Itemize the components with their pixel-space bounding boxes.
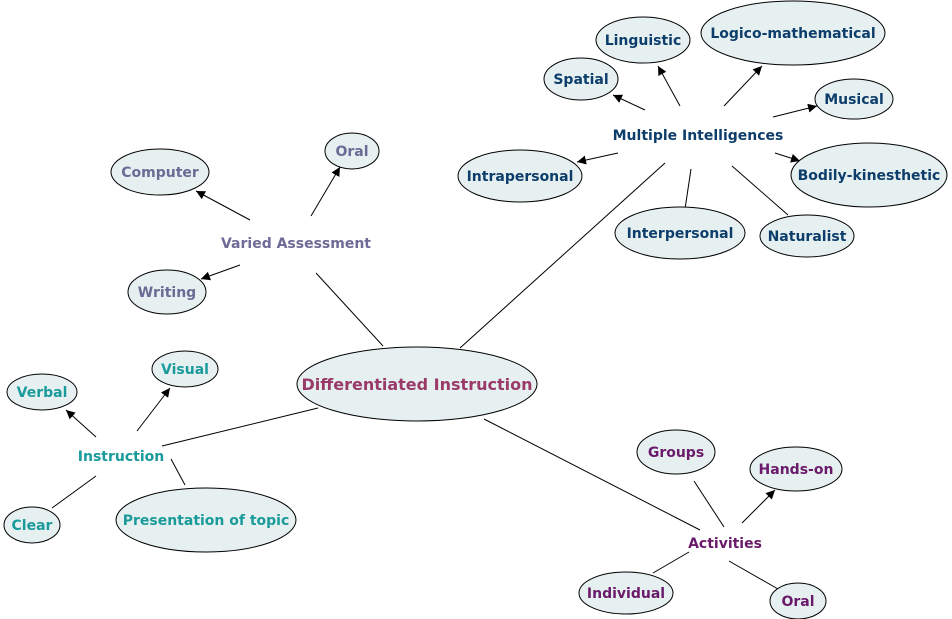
naturalist-label: Naturalist	[768, 229, 847, 245]
edge-to-oral-activity	[728, 560, 779, 590]
edge-to-clear	[51, 475, 97, 509]
clear-label: Clear	[12, 518, 53, 534]
visual-label: Visual	[161, 362, 209, 378]
node-computer[interactable]: Computer	[110, 148, 210, 196]
node-presentation-of-topic[interactable]: Presentation of topic	[115, 487, 297, 553]
writing-oval	[127, 269, 207, 315]
spatial-label: Spatial	[553, 72, 608, 88]
clear-oval	[3, 506, 61, 544]
arrow-to-bodily	[774, 152, 801, 163]
oral-assessment-oval	[324, 132, 380, 170]
linguistic-oval	[595, 16, 691, 64]
multiple-intelligences-group: Multiple Intelligences Linguistic Logico…	[457, 0, 948, 260]
arrow-to-spatial	[612, 94, 646, 111]
computer-oval	[110, 148, 210, 196]
activities-group: Activities Groups Hands-on Individual Or…	[578, 429, 843, 619]
oral-assessment-label: Oral	[335, 144, 368, 160]
naturalist-oval	[759, 214, 855, 258]
node-oral-assessment[interactable]: Oral	[324, 132, 380, 170]
oral-activity-label: Oral	[781, 594, 814, 610]
node-oral-activity[interactable]: Oral	[769, 582, 827, 619]
node-writing[interactable]: Writing	[127, 269, 207, 315]
center-label: Differentiated Instruction	[302, 375, 533, 394]
edge-center-assessment	[315, 272, 384, 347]
node-hands-on[interactable]: Hands-on	[749, 446, 843, 492]
arrow-to-linguistic	[657, 65, 681, 107]
interpersonal-oval	[614, 206, 746, 260]
center-node[interactable]: Differentiated Instruction	[296, 346, 538, 422]
groups-oval	[636, 429, 716, 475]
arrow-to-logico	[723, 65, 763, 107]
node-spatial[interactable]: Spatial	[543, 57, 619, 101]
arrow-to-hands-on	[741, 489, 776, 524]
arrow-to-intrapersonal	[576, 152, 619, 165]
hands-on-label: Hands-on	[759, 462, 834, 478]
edge-center-intelligences	[459, 162, 666, 349]
hands-on-oval	[749, 446, 843, 492]
intrapersonal-label: Intrapersonal	[467, 169, 574, 185]
oral-activity-oval	[769, 582, 827, 619]
activities-label[interactable]: Activities	[688, 536, 762, 552]
node-visual[interactable]: Visual	[151, 350, 219, 388]
linguistic-label: Linguistic	[605, 33, 682, 49]
arrow-to-computer	[195, 190, 251, 221]
edge-center-instruction	[161, 407, 319, 447]
node-individual[interactable]: Individual	[578, 571, 674, 615]
interpersonal-label: Interpersonal	[627, 226, 734, 242]
arrow-to-oral-assessment	[310, 166, 341, 217]
instruction-label[interactable]: Instruction	[78, 449, 164, 465]
groups-label: Groups	[648, 445, 704, 461]
edge-center-activities	[483, 418, 701, 531]
edge-to-interpersonal	[684, 168, 692, 210]
presentation-oval	[115, 487, 297, 553]
musical-label: Musical	[824, 92, 884, 108]
node-bodily-kinesthetic[interactable]: Bodily-kinesthetic	[790, 142, 948, 208]
node-interpersonal[interactable]: Interpersonal	[614, 206, 746, 260]
intrapersonal-oval	[457, 149, 583, 203]
varied-assessment-label[interactable]: Varied Assessment	[221, 236, 371, 252]
logico-label: Logico-mathematical	[710, 26, 875, 42]
verbal-label: Verbal	[17, 385, 68, 401]
edge-to-individual	[652, 551, 690, 574]
instruction-group: Instruction Verbal Visual Clear Presenta…	[3, 350, 297, 553]
verbal-oval	[6, 373, 78, 411]
edge-to-groups	[693, 480, 725, 528]
node-intrapersonal[interactable]: Intrapersonal	[457, 149, 583, 203]
individual-oval	[578, 571, 674, 615]
arrow-to-visual	[136, 387, 171, 432]
multiple-intelligences-label[interactable]: Multiple Intelligences	[613, 128, 784, 144]
arrow-to-writing	[200, 264, 241, 281]
edge-to-presentation	[170, 458, 186, 486]
spatial-oval	[543, 57, 619, 101]
musical-oval	[814, 78, 894, 120]
varied-assessment-group: Varied Assessment Computer Oral Writing	[110, 132, 380, 315]
bodily-label: Bodily-kinesthetic	[798, 168, 941, 184]
node-clear[interactable]: Clear	[3, 506, 61, 544]
bodily-oval	[790, 142, 948, 208]
writing-label: Writing	[138, 285, 196, 301]
node-musical[interactable]: Musical	[814, 78, 894, 120]
center-oval	[296, 346, 538, 422]
connectors	[51, 65, 818, 590]
visual-oval	[151, 350, 219, 388]
arrow-to-musical	[772, 103, 818, 118]
presentation-label: Presentation of topic	[123, 513, 290, 529]
logico-oval	[700, 0, 886, 66]
node-verbal[interactable]: Verbal	[6, 373, 78, 411]
individual-label: Individual	[587, 586, 665, 602]
arrow-to-verbal	[65, 409, 97, 438]
computer-label: Computer	[121, 165, 199, 181]
node-linguistic[interactable]: Linguistic	[595, 16, 691, 64]
edge-to-naturalist	[731, 165, 789, 216]
node-logico-mathematical[interactable]: Logico-mathematical	[700, 0, 886, 66]
node-groups[interactable]: Groups	[636, 429, 716, 475]
node-naturalist[interactable]: Naturalist	[759, 214, 855, 258]
